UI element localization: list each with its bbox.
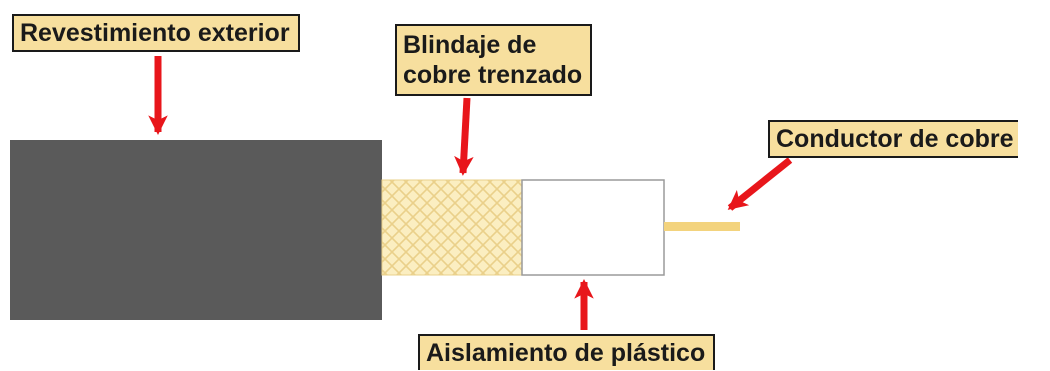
label-outer-jacket: Revestimiento exterior bbox=[12, 14, 300, 52]
label-copper-conductor-text: Conductor de cobre bbox=[776, 125, 1014, 153]
label-copper-conductor: Conductor de cobre bbox=[768, 120, 1018, 158]
copper-conductor bbox=[664, 222, 740, 231]
label-plastic-insulation-text: Aislamiento de plástico bbox=[426, 339, 706, 367]
label-plastic-insulation: Aislamiento de plástico bbox=[418, 334, 716, 370]
arrow-copper-conductor bbox=[727, 157, 793, 211]
braided-shield bbox=[381, 179, 523, 276]
label-braided-shield: Blindaje de cobre trenzado bbox=[395, 24, 593, 96]
plastic-insulation bbox=[521, 179, 665, 276]
label-braided-shield-line-1: Blindaje de bbox=[403, 31, 537, 59]
label-braided-shield-line-2: cobre trenzado bbox=[403, 61, 583, 89]
label-outer-jacket-text: Revestimiento exterior bbox=[20, 19, 290, 47]
outer-jacket bbox=[10, 140, 382, 320]
arrow-braided-shield bbox=[454, 97, 474, 176]
